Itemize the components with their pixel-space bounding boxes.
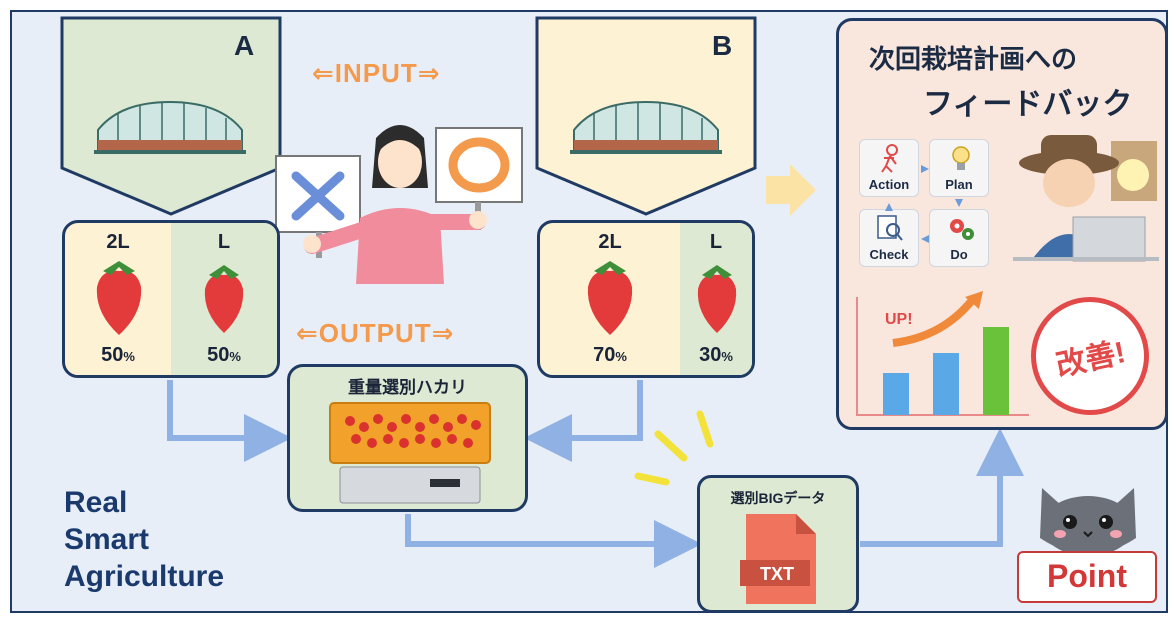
percent-2l: 70% [593,344,627,366]
pdca-check-label: Check [869,247,909,262]
sorting-big-data-box: 選別BIGデータ TXT [697,475,859,613]
branding-line-3: Agriculture [64,560,225,593]
pdca-cycle-arrows [885,165,963,243]
pdca-plan-label: Plan [945,177,973,192]
feedback-title-line2: フィードバック [923,88,1133,121]
pdca-action-card: Action [859,139,919,197]
magnifier-document-icon [877,215,903,241]
point-badge: Point [1017,551,1157,603]
size-label-2l: 2L [106,231,130,253]
growth-bar-chart-illustration [856,291,1029,416]
pdca-check-card: Check [859,209,919,267]
strawberry-l-icon [697,265,737,333]
running-person-icon [881,144,898,173]
strawberry-l-icon [204,265,244,333]
feedback-panel: 次回栽培計画への フィードバック Action Plan Check Do UP [836,18,1168,430]
greenhouse-a-label: A [234,30,255,61]
person-with-cards-illustration [275,125,523,284]
percent-l: 50% [207,344,241,366]
scale-title: 重量選別ハカリ [348,378,467,397]
greenhouse-b-label: B [712,30,733,61]
file-type-label: TXT [760,564,794,584]
scale-machine-illustration [329,402,491,504]
greenhouse-b-icon [570,100,722,154]
ratio-box-a: 2L 50% L 50% [62,220,280,378]
size-label-2l: 2L [598,231,622,253]
strawberry-2l-icon [96,261,142,335]
strawberry-2l-icon [587,261,633,335]
size-label-l: L [709,231,723,253]
branding-text: Real Smart Agriculture [64,484,224,595]
feedback-title-line1: 次回栽培計画への [869,44,1078,74]
data-title: 選別BIGデータ [730,490,826,506]
cat-mascot-icon [1040,488,1136,556]
branding-line-1: Real [64,486,128,519]
gears-icon [950,219,974,240]
up-label: UP! [885,311,913,328]
greenhouse-a-icon [94,100,246,154]
pdca-do-label: Do [950,247,968,262]
size-label-l: L [217,231,231,253]
pdca-plan-card: Plan [929,139,989,197]
lightbulb-icon [952,146,970,170]
weight-scale-box: 重量選別ハカリ [287,364,528,512]
percent-l: 30% [699,344,733,366]
farmer-at-laptop-illustration [1013,135,1159,262]
pdca-action-label: Action [868,177,910,192]
percent-2l: 50% [101,344,135,366]
pdca-do-card: Do [929,209,989,267]
output-label: ⇐OUTPUT⇒ [296,318,455,348]
input-label: ⇐INPUT⇒ [312,58,441,88]
ratio-box-b: 2L 70% L 30% [537,220,755,378]
txt-file-icon [740,514,816,604]
branding-line-2: Smart [64,523,150,556]
